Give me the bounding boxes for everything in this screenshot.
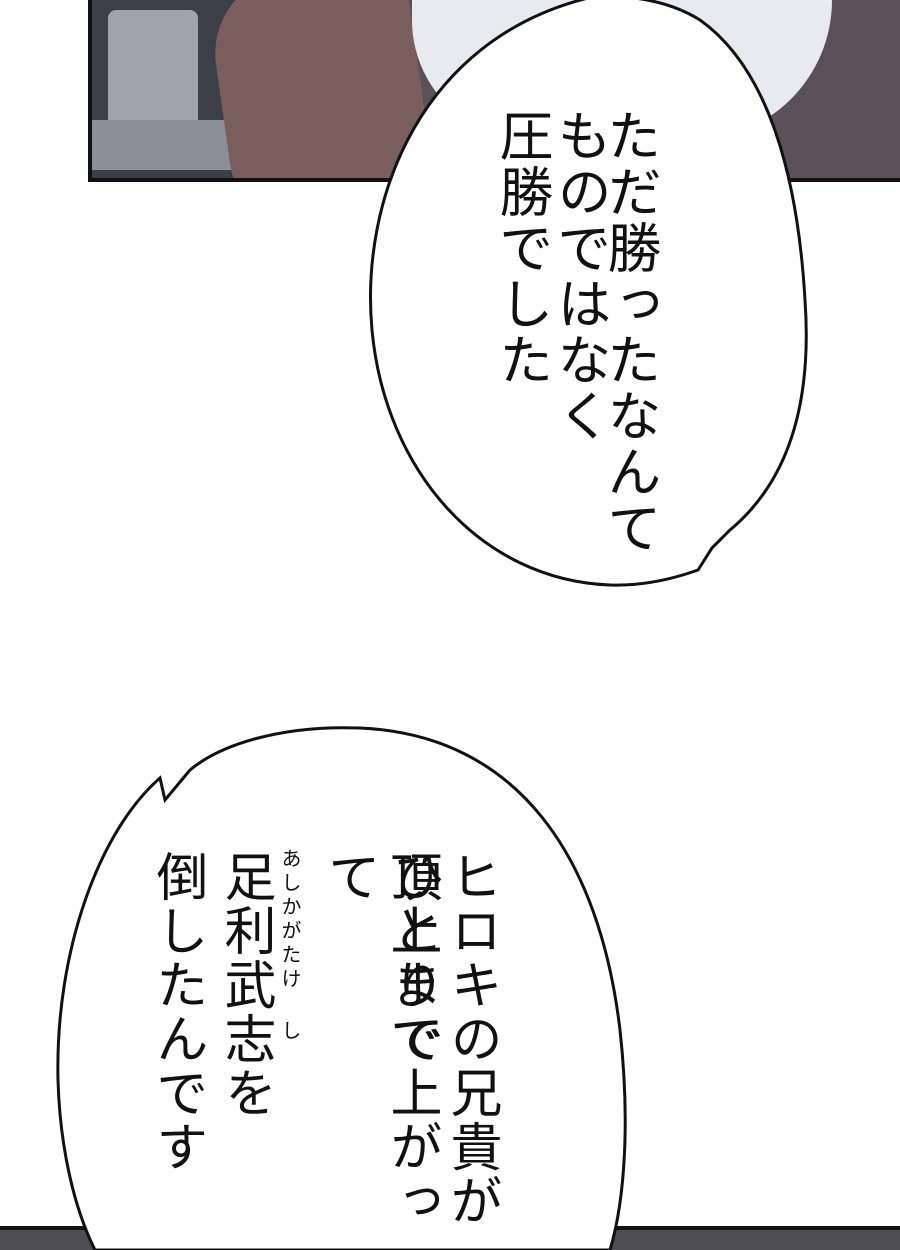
speech-text-bottom-line-3: 頂上まで上がって — [319, 850, 441, 1228]
speech-text-bottom-line-5: 倒したんです — [147, 850, 207, 1174]
speech-text-bottom-line-4: 足利武志を — [215, 850, 275, 1120]
speech-text-top-line-1: ただ勝ったなんて — [598, 108, 661, 556]
glass-object — [108, 10, 198, 130]
speech-text-top-line-2: ものではなく — [548, 108, 611, 444]
speech-bubble-top — [369, 0, 808, 587]
furigana-ashikagatake: あしかがたけ — [278, 848, 302, 992]
speech-text-bottom-line-2: ひとりで — [383, 850, 443, 1066]
speech-text-bottom-line-1: ヒロキの兄貴が — [441, 850, 501, 1228]
furigana-shi: し — [278, 1020, 302, 1044]
speech-bubble-bottom — [56, 726, 627, 1250]
speech-text-top-line-3: 圧勝でした — [490, 108, 553, 388]
